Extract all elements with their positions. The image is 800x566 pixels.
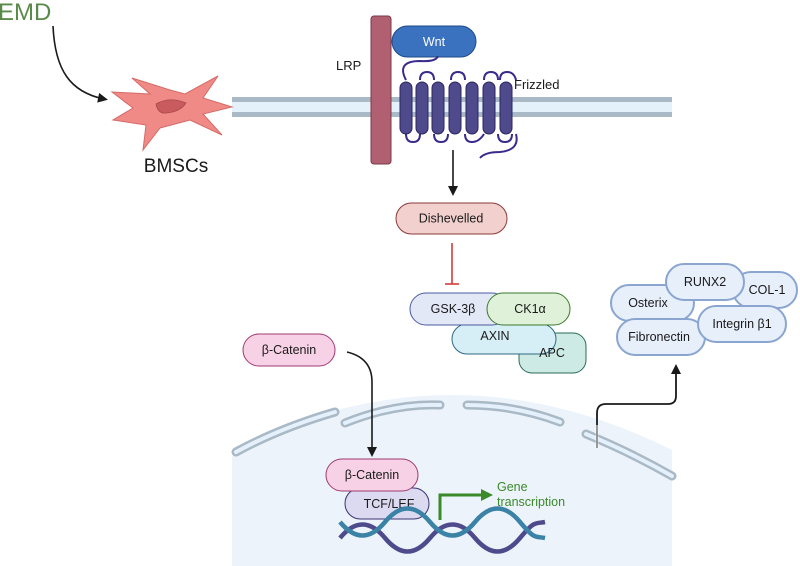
wnt-ligand (391, 25, 477, 58)
ck1a-node (486, 292, 571, 326)
emd-to-cell-arrow (52, 25, 108, 103)
osterix-label: Osterix (628, 296, 668, 310)
dna-helix-icon (338, 506, 546, 554)
frizzled-receptor (399, 55, 518, 159)
dishevelled-label: Dishevelled (419, 212, 484, 226)
cytoplasmic-beta-catenin-node (242, 333, 336, 367)
bmsc-label: BMSCs (144, 156, 208, 177)
nuclear-beta-catenin-label: β-Catenin (345, 468, 399, 482)
integrin-b1-node (697, 305, 787, 343)
bmsc-cell-icon (110, 75, 234, 152)
gene-transcription-arrow (438, 489, 493, 520)
cytoplasmic-beta-catenin-label: β-Catenin (262, 343, 316, 357)
apc-label: APC (539, 346, 565, 360)
dishevelled-node (395, 202, 508, 235)
destruction-complex (409, 292, 587, 374)
inhibition-arrow (445, 243, 459, 285)
nuclear-envelope (231, 400, 677, 481)
nuclear-beta-catenin-node (325, 458, 419, 492)
target-proteins (610, 263, 798, 356)
fibronectin-label: Fibronectin (628, 330, 690, 344)
gene-transcription-label-line2: transcription (497, 495, 565, 509)
axin-label: AXIN (480, 329, 509, 343)
runx2-node (665, 263, 745, 301)
lrp-receptor (370, 15, 392, 165)
wnt-label: Wnt (423, 35, 446, 49)
lrp-label: LRP (336, 58, 361, 73)
emd-label: EMD (0, 0, 51, 26)
beta-catenin-translocation-arrow (346, 351, 377, 457)
integrin-b1-label: Integrin β1 (712, 317, 771, 331)
gene-transcription-label-line1: Gene (497, 480, 528, 494)
nucleus-to-targets-arrow (596, 364, 681, 448)
gsk3b-label: GSK-3β (431, 302, 476, 316)
frizzled-label: Frizzled (514, 77, 560, 92)
runx2-label: RUNX2 (684, 275, 726, 289)
col1-label: COL-1 (749, 283, 786, 297)
ck1a-label: CK1α (514, 302, 546, 316)
